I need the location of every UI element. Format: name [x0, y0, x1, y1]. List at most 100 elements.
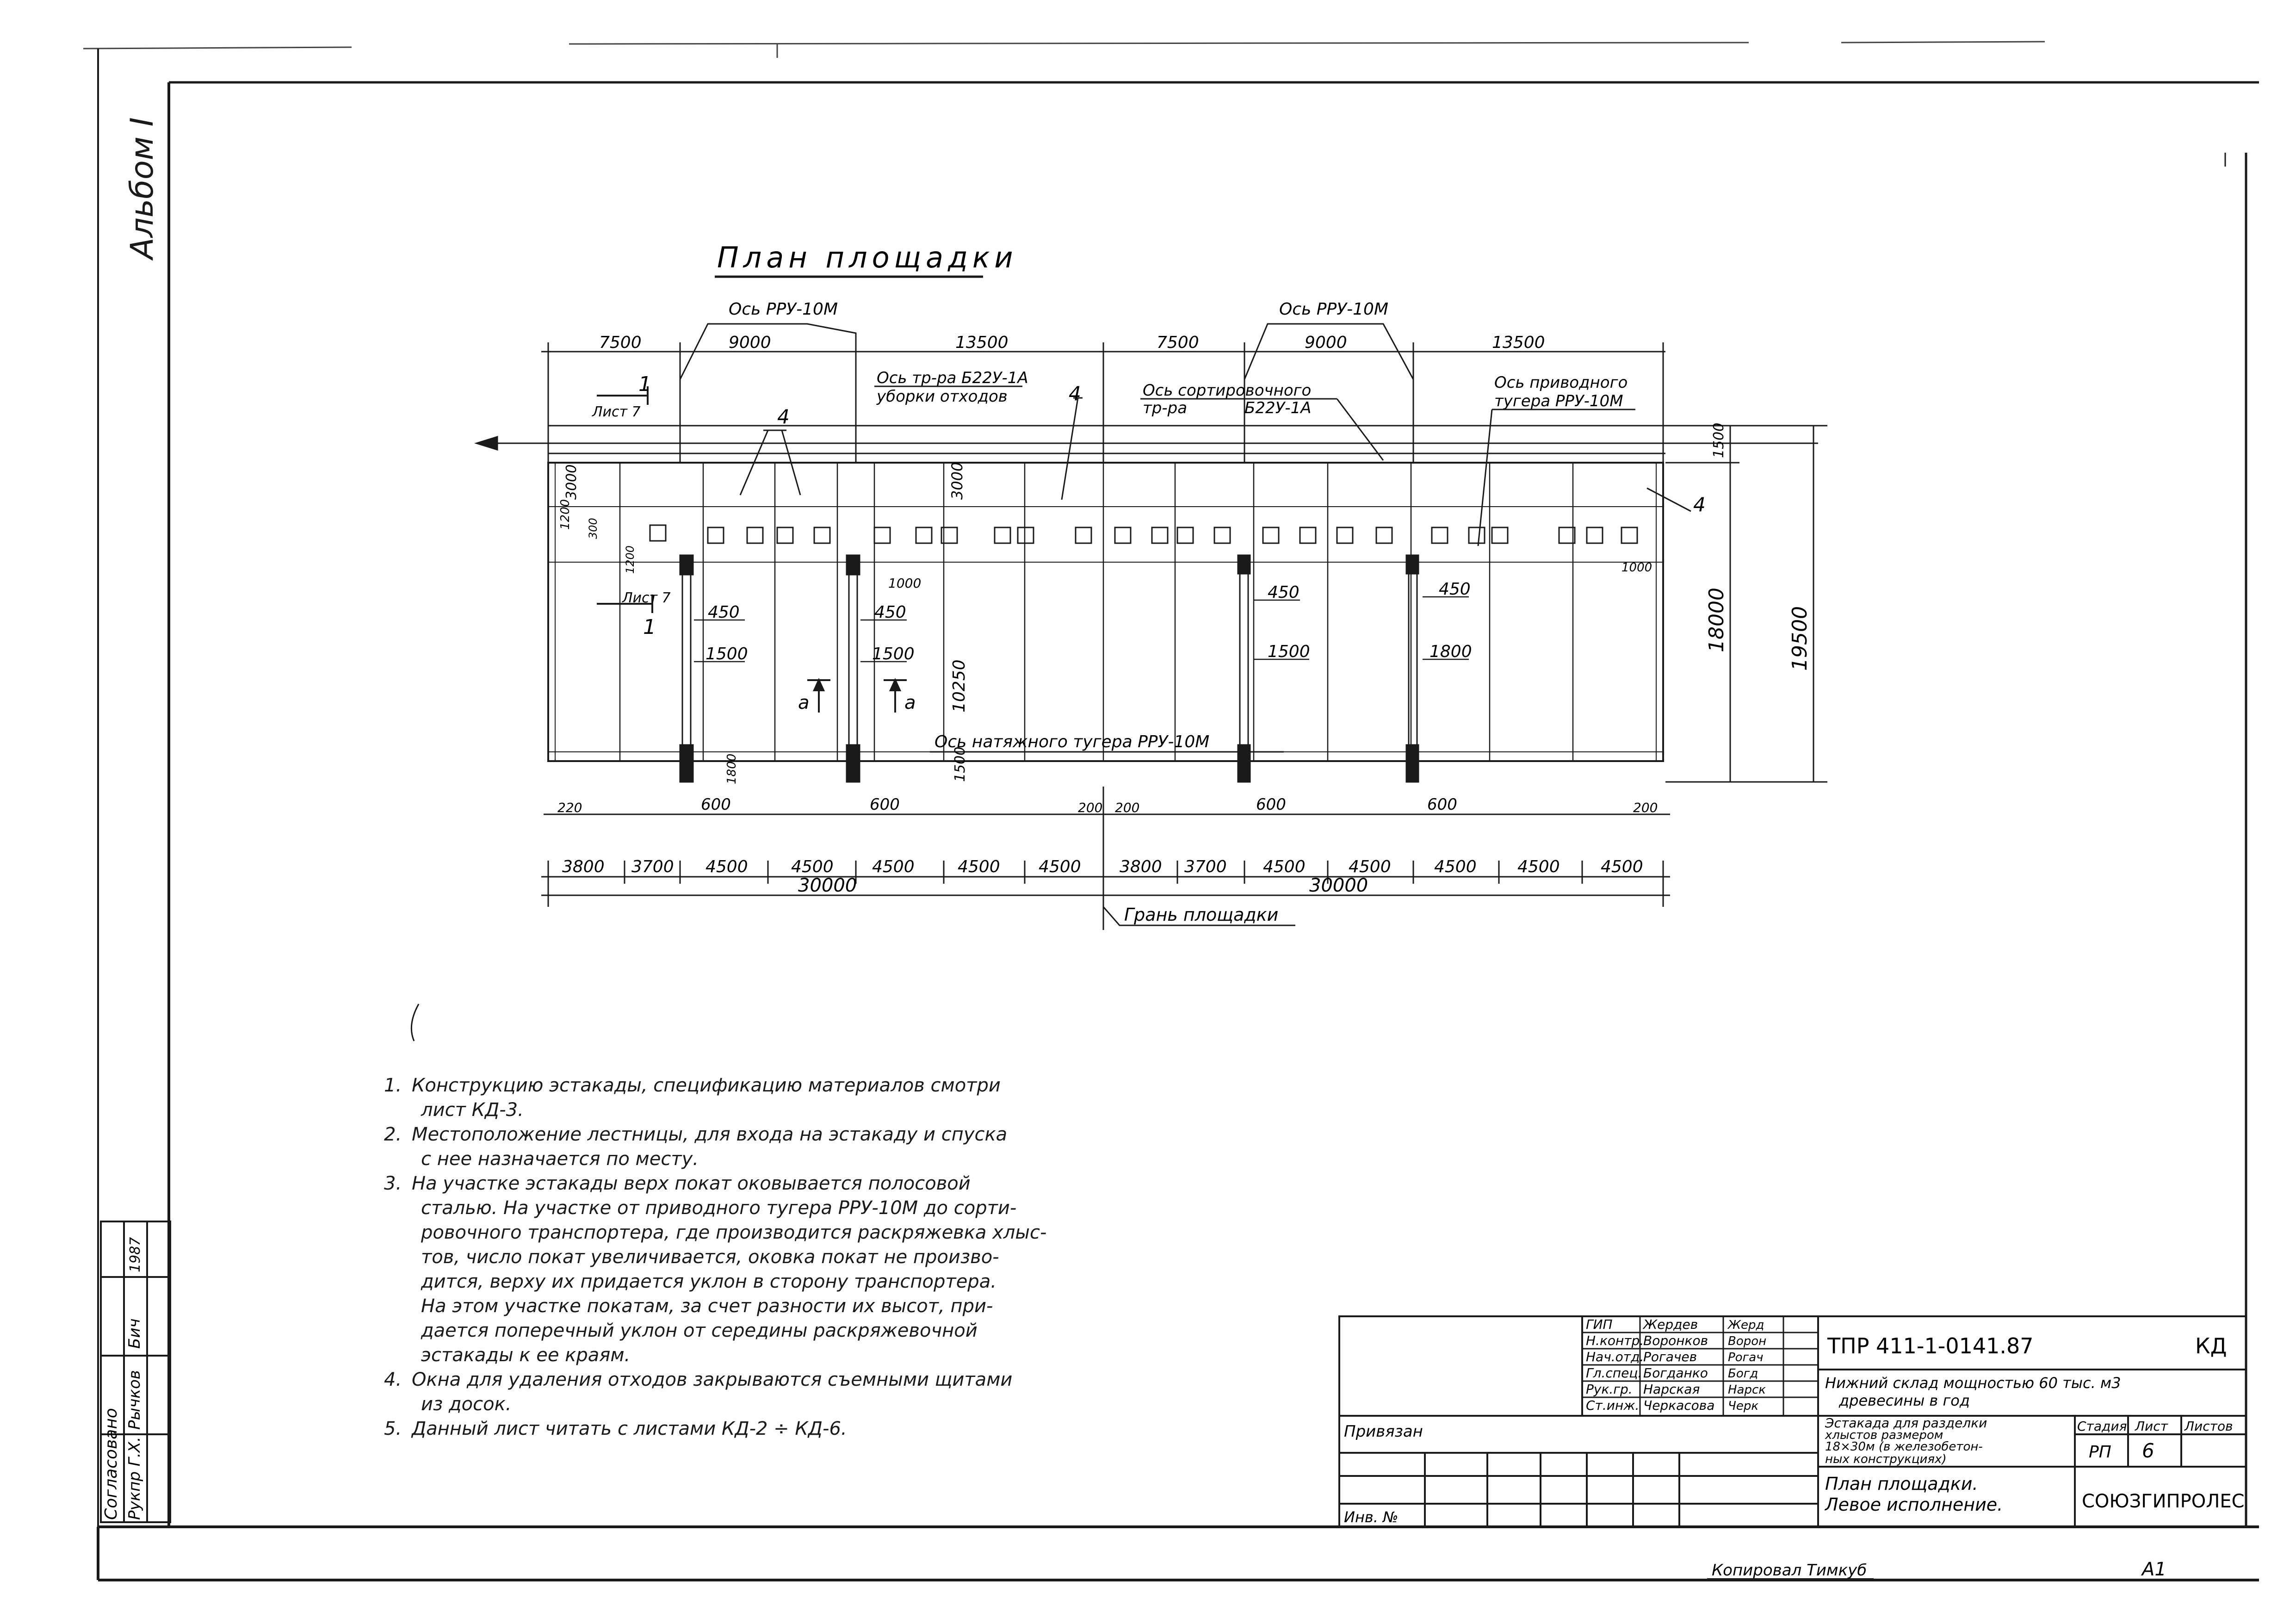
note-1-cont: лист КД-3. — [384, 1098, 1263, 1122]
rru-axis-left-label: Ось РРУ-10М — [729, 300, 838, 319]
note-3-cont-1: сталью. На участке от приводного тугера … — [384, 1196, 1263, 1221]
rru-axis-right-label: Ось РРУ-10М — [1279, 300, 1388, 319]
edge-dim-right: 200 — [1633, 800, 1658, 815]
top-dims: 7500 9000 13500 7500 9000 13500 — [599, 333, 1545, 352]
callout-4-c: 4 — [1693, 493, 1706, 516]
role-stinzh: Ст.инж. — [1586, 1398, 1639, 1413]
callout-4-b: 4 — [1069, 382, 1081, 405]
edge-label-leader — [1102, 906, 1295, 926]
role-nachotd-name: Рогачев — [1643, 1349, 1697, 1364]
object-line-2: хлыстов размером — [1825, 1428, 1943, 1442]
tuger-posts — [679, 554, 1419, 783]
inner-dim-450-d: 450 — [1439, 580, 1471, 599]
role-nkontr-name: Воронков — [1643, 1333, 1708, 1348]
right-dim-18000: 18000 — [1705, 588, 1728, 652]
sheet-header: Лист — [2135, 1419, 2168, 1434]
sheets-header: Листов — [2184, 1419, 2233, 1434]
inner-dim-450-c: 450 — [1268, 583, 1300, 602]
album-label: Альбом I — [124, 117, 161, 261]
role-glspec: Гл.спец. — [1586, 1365, 1642, 1381]
bottom-dim-14: 4500 — [1601, 857, 1643, 876]
bottom-dim-6: 4500 — [958, 857, 1000, 876]
inner-dim-1500-a: 1500 — [706, 645, 748, 663]
inner-dim-1200-b: 1200 — [624, 545, 637, 574]
waste-conveyor-label-1: Ось тр-ра Б22У-1А — [877, 369, 1028, 387]
inner-dim-3000-left: 3000 — [563, 465, 580, 500]
top-dim-1: 7500 — [599, 333, 642, 352]
total-dim-left: 30000 — [798, 875, 857, 896]
note-3-cont-3: тов, число покат увеличивается, оковка п… — [384, 1245, 1263, 1270]
project-line-2: древесины в год — [1838, 1392, 1970, 1409]
note-3-line-5: дится, верху их придается уклон в сторон… — [421, 1271, 996, 1292]
section-mark-top: 1 — [638, 372, 651, 396]
note-3-cont-2: ровочного транспортера, где производится… — [384, 1221, 1263, 1245]
top-dim-5: 9000 — [1305, 333, 1347, 352]
role-gip: ГИП — [1586, 1317, 1613, 1332]
note-3-cont-4: дится, верху их придается уклон в сторон… — [384, 1270, 1263, 1294]
inv-label: Инв. № — [1344, 1508, 1398, 1526]
general-notes: 1.Конструкцию эстакады, спецификацию мат… — [384, 1073, 1263, 1441]
inner-dim-1500-b: 1500 — [872, 645, 915, 663]
note-5-line-1: Данный лист читать с листами КД-2 ÷ КД-6… — [412, 1418, 847, 1439]
project-line-1: Нижний склад мощностью 60 тыс. м3 — [1825, 1374, 2121, 1392]
top-dim-6: 13500 — [1492, 333, 1545, 352]
note-2-line-2: с нее назначается по месту. — [421, 1148, 699, 1170]
bottom-dim-2: 3700 — [631, 857, 674, 876]
role-rukgr: Рук.гр. — [1586, 1382, 1633, 1397]
bottom-dim-7: 4500 — [1039, 857, 1081, 876]
sheet-ref-bottom: Лист 7 — [622, 590, 671, 606]
stage-header: Стадия — [2077, 1419, 2127, 1434]
sheet-title-line-2: Левое исполнение. — [1824, 1494, 2003, 1515]
sorting-conveyor-label-1: Ось сортировочного — [1143, 381, 1311, 400]
note-3-num: 3. — [384, 1173, 402, 1194]
role-glspec-name: Богданко — [1643, 1365, 1708, 1381]
role-rukgr-name: Нарская — [1643, 1382, 1700, 1397]
bottom-dim-3: 4500 — [706, 857, 748, 876]
bottom-dim-5: 4500 — [872, 857, 915, 876]
note-3-line-1: На участке эстакады верх покат оковывает… — [412, 1173, 971, 1194]
section-cut-markers — [597, 386, 907, 713]
inner-dim-1000: 1000 — [888, 576, 921, 591]
inner-dim-600-b: 600 — [870, 795, 900, 814]
inner-dims: 3000 1200 300 1200 450 1500 1000 450 150… — [558, 462, 1652, 814]
plan-title: План площадки — [717, 241, 1018, 274]
note-3-line-3: ровочного транспортера, где производится… — [421, 1222, 1047, 1243]
note-3-line-7: дается поперечный уклон от середины раск… — [421, 1320, 978, 1341]
role-gip-name: Жердев — [1642, 1317, 1698, 1332]
inner-dim-300: 300 — [587, 518, 600, 539]
inner-dim-10250: 10250 — [950, 659, 969, 713]
title-block-roles-grid — [1581, 1315, 1819, 1417]
note-2: 2.Местоположение лестницы, для входа на … — [384, 1122, 1263, 1147]
note-1-num: 1. — [384, 1075, 402, 1096]
bottom-dims: 3800 3700 4500 4500 4500 4500 4500 3800 … — [562, 857, 1643, 896]
object-line-3: 18×30м (в железобетон- — [1825, 1440, 1983, 1454]
waste-conveyor-label-2: уборки отходов — [876, 387, 1008, 406]
note-4-num: 4. — [384, 1369, 402, 1390]
role-gip-sign: Жерд — [1727, 1318, 1764, 1332]
bottom-dim-1: 3800 — [562, 857, 605, 876]
stage-value: РП — [2089, 1443, 2111, 1462]
inner-dim-600-c: 600 — [1256, 795, 1286, 814]
right-dim-19500: 19500 — [1788, 606, 1812, 671]
note-5: 5.Данный лист читать с листами КД-2 ÷ КД… — [384, 1417, 1263, 1441]
note-1-line-2: лист КД-3. — [421, 1099, 524, 1121]
role-nachotd: Нач.отд. — [1586, 1349, 1644, 1364]
bottom-dim-11: 4500 — [1349, 857, 1391, 876]
note-2-cont: с нее назначается по месту. — [384, 1147, 1263, 1172]
edge-dim-left: 220 — [557, 800, 582, 815]
side-approval-stamp — [100, 1221, 171, 1523]
role-rukgr-sign: Нарск — [1728, 1383, 1766, 1397]
note-4-line-1: Окна для удаления отходов закрываются съ… — [412, 1369, 1013, 1390]
section-mark-bottom: 1 — [643, 615, 656, 639]
sheet-title-line-1: План площадки. — [1825, 1474, 1978, 1494]
edge-dim-mid-a: 200 — [1078, 800, 1102, 815]
doc-number: ТПР 411-1-0141.87 — [1827, 1333, 2034, 1358]
callout-4-leaders — [739, 397, 1691, 512]
top-dim-4: 7500 — [1157, 333, 1199, 352]
object-line-4: ных конструкциях) — [1825, 1452, 1947, 1466]
inner-dim-3000-mid: 3000 — [948, 462, 966, 500]
bottom-dim-4: 4500 — [791, 857, 834, 876]
side-stamp-agreed: Согласовано — [102, 1408, 121, 1520]
note-3-line-8: эстакады к ее краям. — [421, 1345, 631, 1366]
inner-dim-1800-a: 1800 — [725, 754, 739, 784]
